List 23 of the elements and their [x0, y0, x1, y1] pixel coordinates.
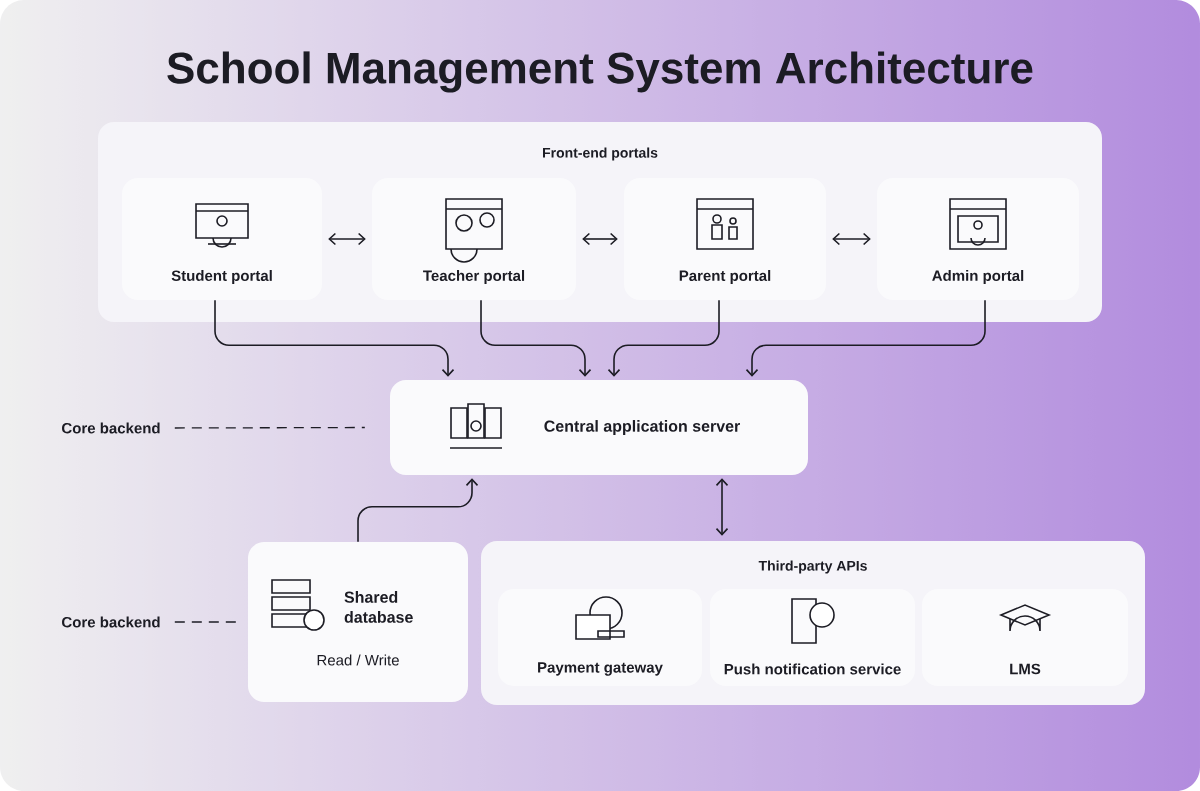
arrow	[582, 232, 618, 246]
arrow	[214, 299, 455, 377]
arrow	[832, 232, 871, 246]
leader-line	[174, 426, 366, 429]
portal-card: Teacher portal	[372, 178, 576, 300]
service-card: Payment gateway	[498, 589, 702, 686]
portal-card: Admin portal	[877, 178, 1079, 300]
leader-line	[174, 621, 237, 623]
side-label: Core backend	[62, 422, 160, 434]
title: School Management System Architecture	[167, 51, 1033, 93]
side-label: Core backend	[62, 616, 160, 628]
service-card: LMS	[922, 589, 1128, 686]
arrow	[357, 478, 479, 543]
arrow	[607, 299, 720, 377]
portal-card: Student portal	[122, 178, 322, 300]
arrow	[745, 299, 986, 377]
database-box: Shared database Read / Write	[248, 542, 468, 702]
service-card: Push notification service	[710, 589, 915, 686]
arrow	[328, 232, 366, 246]
arrow	[715, 478, 729, 536]
arrow	[480, 299, 592, 377]
portal-card: Parent portal	[624, 178, 826, 300]
server-box: Central application server	[390, 380, 808, 475]
